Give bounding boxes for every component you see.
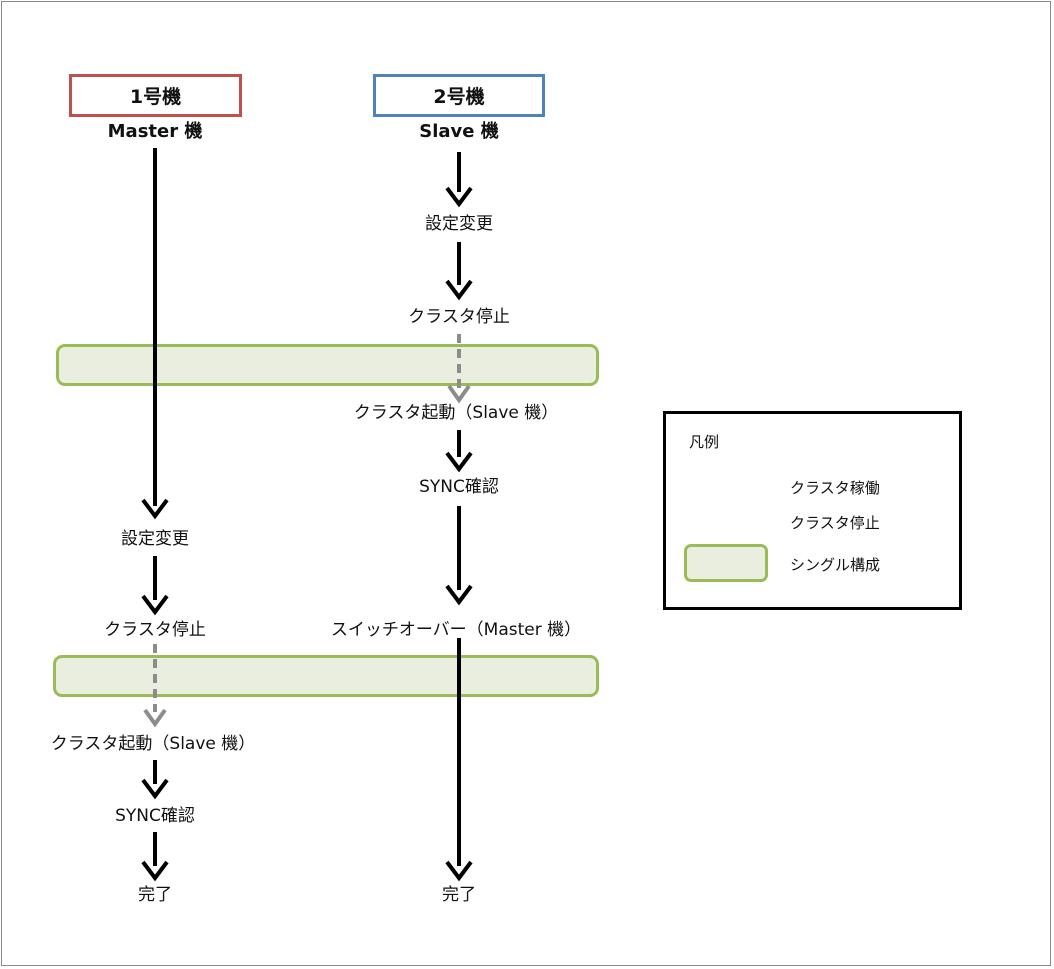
- c2-switchover: スイッチオーバー（Master 機）: [330, 620, 582, 640]
- legend-title: 凡例: [689, 433, 720, 451]
- arrowhead-master-long: [141, 498, 169, 520]
- arrowhead-c2-start-to-sync: [445, 451, 473, 473]
- legend-single-label: シングル構成: [790, 556, 881, 574]
- single-config-band-1: [56, 344, 599, 386]
- arrowhead-c2-sync-to-switchover: [445, 584, 473, 606]
- arrowhead-c1-stop-dashed: [143, 708, 167, 728]
- c1-done: 完了: [136, 884, 174, 906]
- arrowhead-c1-setting-to-stop: [141, 594, 169, 616]
- arrowhead-c1-start-to-sync: [141, 778, 169, 800]
- c1-setting-change: 設定変更: [119, 528, 191, 550]
- host2-title-box: 2号機: [373, 74, 545, 117]
- host1-title-box: 1号機: [69, 74, 242, 117]
- host1-role: Master 機: [105, 121, 205, 143]
- arrowhead-slave-to-setting: [445, 186, 473, 208]
- c2-cluster-start: クラスタ起動（Slave 機）: [353, 403, 559, 423]
- c1-sync-check: SYNC確認: [113, 805, 197, 827]
- arrowhead-c1-sync-to-done: [141, 860, 169, 882]
- legend-running-label: クラスタ稼働: [790, 479, 880, 497]
- host2-role: Slave 機: [417, 121, 501, 143]
- single-config-band-2: [53, 655, 599, 697]
- host1-title: 1号機: [129, 86, 182, 108]
- legend-box: 凡例 クラスタ稼働 クラスタ停止 シングル構成: [663, 411, 962, 610]
- c2-sync-check: SYNC確認: [417, 476, 501, 498]
- c1-cluster-stop: クラスタ停止: [102, 619, 208, 641]
- c2-cluster-stop: クラスタ停止: [406, 306, 512, 328]
- c1-cluster-start: クラスタ起動（Slave 機）: [50, 734, 256, 754]
- arrowhead-c2-switchover-to-done: [445, 860, 473, 882]
- column1-arrows: [141, 148, 169, 882]
- legend-single-swatch: [684, 544, 768, 582]
- column2-arrows: [445, 152, 473, 882]
- host2-title: 2号機: [433, 86, 485, 108]
- legend-stopped-label: クラスタ停止: [790, 514, 880, 532]
- c2-done: 完了: [440, 884, 478, 906]
- arrowhead-c2-setting-to-stop: [445, 279, 473, 301]
- arrowhead-c2-stop-dashed: [447, 384, 471, 404]
- c2-setting-change: 設定変更: [423, 213, 495, 235]
